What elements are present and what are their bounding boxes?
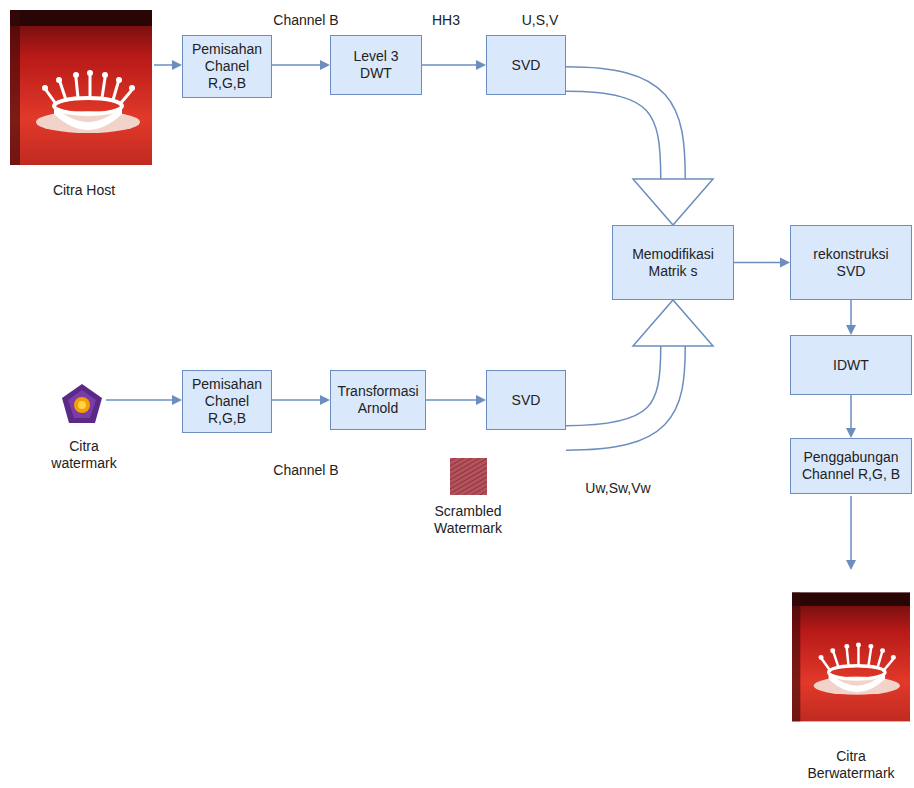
connector-arrow [846,395,856,438]
image-caption: Citra Host [29,182,139,199]
connector-arrow [566,300,713,438]
block-arrow-head [633,300,713,346]
connector-line [850,395,852,429]
connector-arrow [272,395,330,405]
matrix-label: U,S,V [510,12,570,29]
node-text-group: SVD [512,57,541,74]
process-box: Penggabungan Channel R,G, B [790,438,912,494]
node-label: Level 3 DWT [337,48,415,82]
connector-line [426,399,477,401]
node-text-group: Level 3 DWT [337,48,415,82]
node-text-group: Pemisahan Chanel R,G,B [189,41,265,91]
connector-line [734,262,781,264]
arrow-head [320,395,330,405]
node-label: Memodifikasi Matrik s [619,246,727,280]
node-label: Pemisahan Chanel R,G,B [189,376,265,426]
flow-arrow [106,60,856,570]
image-caption: Citra watermark [42,438,126,472]
process-box: Pemisahan Chanel R,G,B [182,35,272,98]
node-text-group: Memodifikasi Matrik s [619,246,727,280]
node-text-group: Transformasi Arnold [337,383,419,417]
node-text-group: Penggabungan Channel R,G, B [797,449,905,483]
host-image [10,10,152,165]
process-box: IDWT [790,335,912,395]
block-arrow-outline [566,346,673,438]
arrow-head [846,428,856,438]
connector-arrow [426,395,486,405]
node-text-group: IDWT [833,357,869,374]
channel-label: Channel B [266,12,346,29]
image-caption: Scrambled Watermark [420,503,516,537]
connector-line [272,399,321,401]
connector-arrow [734,258,790,268]
node-label: SVD [512,57,541,74]
arrow-head [476,395,486,405]
node-label: rekonstruksi SVD [797,246,905,280]
process-box: Pemisahan Chanel R,G,B [182,370,272,433]
node-label: Transformasi Arnold [337,383,419,417]
node-text-group: SVD [512,392,541,409]
arrow-head [846,325,856,335]
node-text-group: Pemisahan Chanel R,G,B [189,376,265,426]
subband-label: HH3 [421,12,471,29]
matrix-label: Uw,Sw,Vw [578,480,658,497]
connector-arrow [272,60,330,70]
scrambled-watermark-image [450,458,487,495]
block-arrow-body [566,346,673,438]
process-box: Level 3 DWT [330,35,422,95]
arrow-head [476,60,486,70]
arrow-head [320,60,330,70]
connector-line [850,300,852,326]
node-label: Penggabungan Channel R,G, B [797,449,905,483]
block-arrow-body [566,79,673,179]
connector-arrow [566,79,713,225]
connector-line [422,64,477,66]
node-label: SVD [512,392,541,409]
block-arrow-outline [566,79,673,179]
process-box: Transformasi Arnold [330,370,426,430]
connector-line [272,64,321,66]
node-text-group: rekonstruksi SVD [797,246,905,280]
block-arrow-head [633,179,713,225]
connector-arrow [422,60,486,70]
image-caption: Citra Berwatermark [793,748,909,782]
connector-arrow [846,300,856,335]
process-box: SVD [486,35,566,95]
process-box: Memodifikasi Matrik s [612,225,734,300]
channel-label: Channel B [266,462,346,479]
process-box: SVD [486,370,566,430]
node-label: IDWT [833,357,869,374]
watermark-logo [62,384,102,423]
process-box: rekonstruksi SVD [790,225,912,300]
watermarked-image [792,593,910,722]
arrow-head [780,258,790,268]
node-label: Pemisahan Chanel R,G,B [189,41,265,91]
